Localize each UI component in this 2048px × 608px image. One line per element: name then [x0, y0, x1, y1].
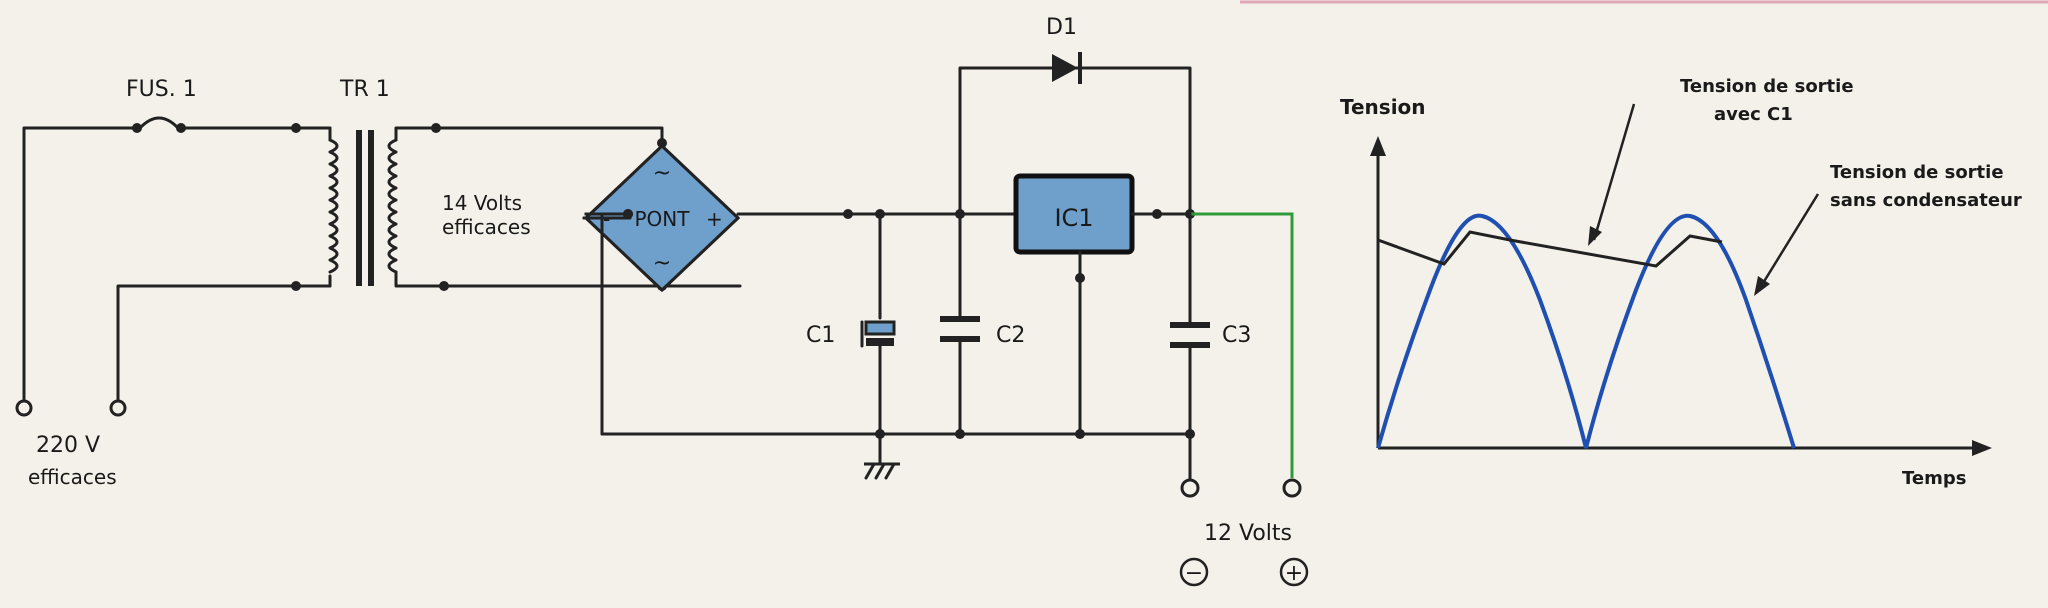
output-minus-sign: − — [1185, 561, 1203, 586]
capacitor-c2: C2 — [940, 212, 1025, 436]
input-voltage-line1: 220 V — [36, 433, 100, 458]
fuse-label: FUS. 1 — [126, 77, 197, 102]
waveform-no-capacitor — [1376, 213, 1796, 449]
regulator-ic1: IC1 — [1013, 173, 1192, 436]
waveform-with-c1 — [1377, 230, 1723, 268]
x-axis-label: Temps — [1902, 468, 1966, 489]
annotation-noc-line1: Tension de sortie — [1830, 162, 2004, 183]
fuse-symbol — [132, 116, 332, 133]
secondary-voltage-line1: 14 Volts — [442, 191, 522, 215]
output-terminal-minus — [1180, 478, 1200, 498]
annotation-noc-line2: sans condensateur — [1830, 190, 2022, 211]
c1-label: C1 — [806, 323, 835, 348]
annotation-c1-line1: Tension de sortie — [1680, 76, 1854, 97]
input-terminal-left — [15, 399, 33, 417]
output-voltage-label: 12 Volts — [1204, 521, 1292, 546]
transformer-symbol — [328, 126, 742, 288]
regulator-label: IC1 — [1054, 204, 1093, 232]
waveform-graph: Tension Temps Tension de sortie avec C1 … — [1340, 76, 2022, 489]
output-plus-sign: + — [1285, 561, 1303, 586]
bridge-label: PONT — [635, 207, 691, 231]
ground-symbol — [864, 462, 896, 480]
output-terminal-plus — [1282, 478, 1302, 498]
c3-label: C3 — [1222, 323, 1251, 348]
transformer-label: TR 1 — [339, 77, 390, 102]
diode-label: D1 — [1046, 15, 1077, 40]
bridge-rectifier: PONT - + ~ ~ — [583, 143, 741, 293]
output-terminals: 12 Volts − + — [1179, 478, 1309, 587]
capacitor-c3: C3 — [1170, 212, 1251, 480]
bridge-plus: + — [706, 207, 723, 231]
bridge-ac-top: ~ — [653, 161, 671, 186]
input-wire-bottom — [116, 284, 332, 403]
input-section: FUS. 1 TR 1 14 Volts efficaces 220 V eff… — [15, 77, 742, 489]
bridge-ac-bottom: ~ — [653, 251, 671, 276]
diode-d1: D1 — [1046, 15, 1082, 84]
input-voltage-line2: efficaces — [28, 465, 117, 489]
annotation-c1-line2: avec C1 — [1714, 104, 1793, 125]
c2-label: C2 — [996, 323, 1025, 348]
input-terminal-right — [109, 399, 127, 417]
ground-rail — [864, 429, 1195, 480]
y-axis-label: Tension — [1340, 95, 1426, 119]
capacitor-c1: C1 — [806, 212, 896, 436]
secondary-voltage-line2: efficaces — [442, 215, 531, 239]
input-wire-top — [22, 126, 136, 403]
output-positive-wire — [1190, 212, 1294, 478]
